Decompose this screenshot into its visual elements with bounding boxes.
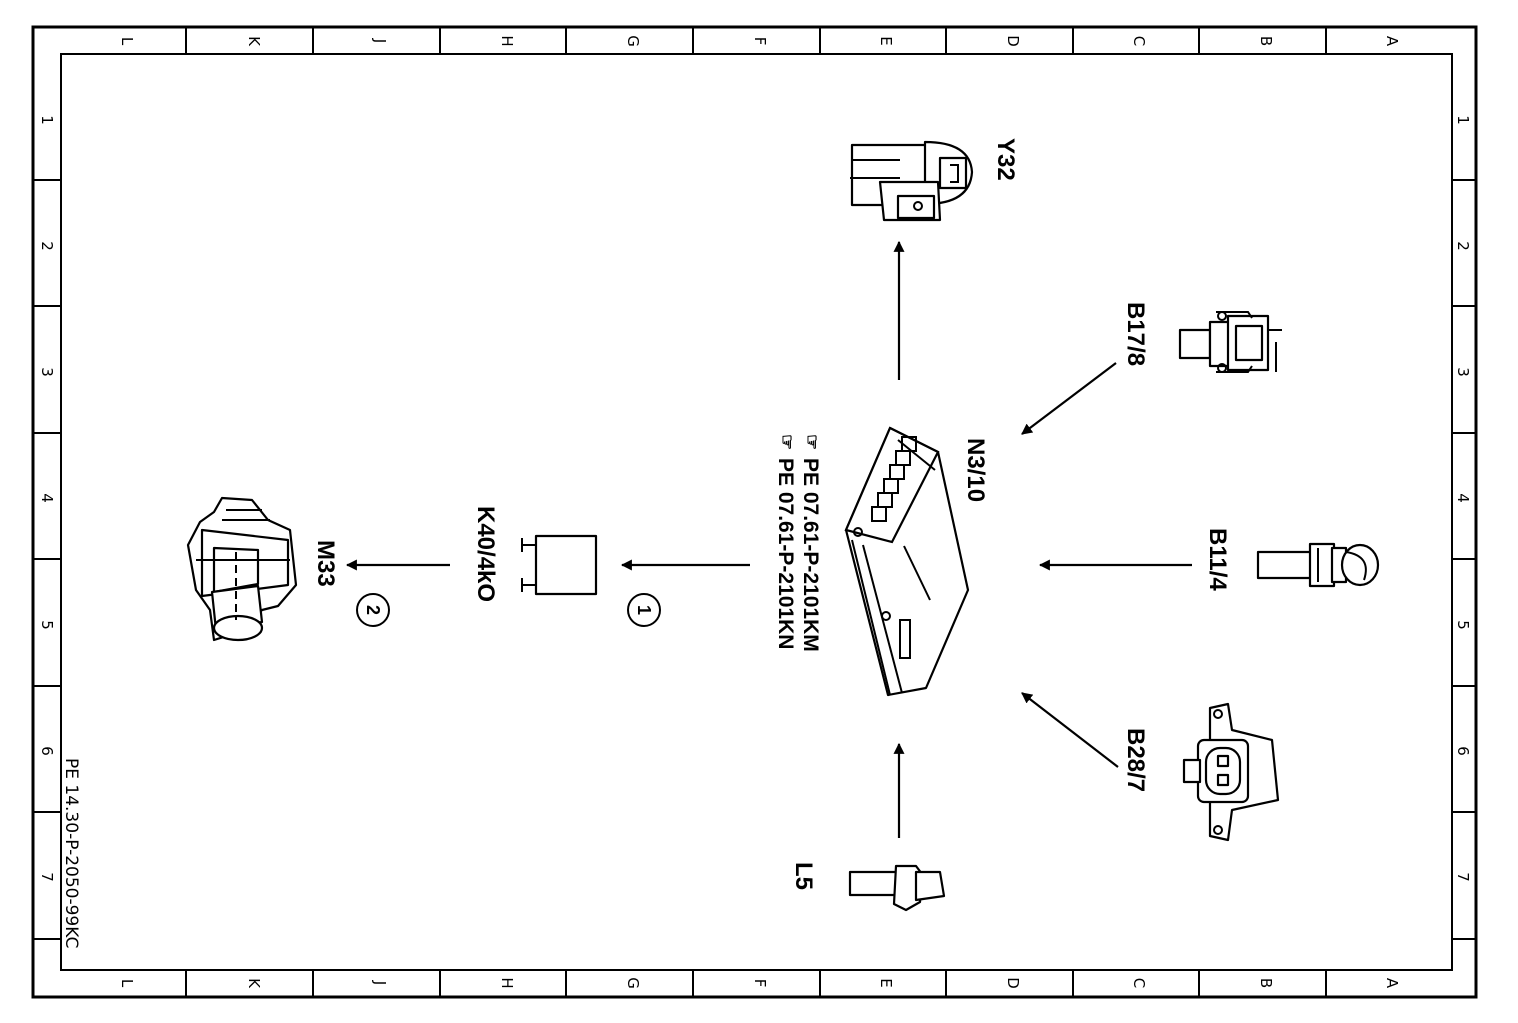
label-y32: Y32: [992, 138, 1019, 181]
zone-letter: E: [877, 36, 895, 45]
zone-letter: D: [1004, 35, 1022, 47]
zone-number: 3: [38, 367, 56, 377]
zone-letter: F: [751, 979, 769, 988]
callout-2-number: 2: [363, 605, 383, 615]
zone-letter: H: [498, 977, 516, 988]
zone-letter: G: [624, 977, 642, 989]
zone-ticks: [33, 27, 1476, 997]
zone-letter: D: [1004, 977, 1022, 989]
control-unit-n3-10: [844, 426, 970, 697]
zone-letter: B: [1257, 36, 1275, 46]
zone-letter: K: [245, 36, 263, 47]
zone-numbers-left: 1 2 3 4 5 6 7: [38, 115, 56, 882]
callout-1: 1: [627, 593, 661, 627]
zone-number: 7: [1454, 872, 1472, 882]
zone-letter: B: [1257, 978, 1275, 988]
crankshaft-sensor-l5-icon: [848, 864, 946, 912]
callout-2: 2: [356, 593, 390, 627]
callout-1-number: 1: [634, 605, 654, 615]
label-b11-4: B11/4: [1204, 528, 1231, 591]
solenoid-y32-icon: [850, 140, 974, 222]
zone-letter: G: [624, 35, 642, 47]
label-b28-7: B28/7: [1122, 728, 1149, 792]
zone-number: 2: [1454, 241, 1472, 251]
reference-link-kn[interactable]: PE 07.61-P-2101KN: [774, 458, 797, 649]
document-id: PE 14.30-P-2050-99KC: [61, 758, 81, 948]
zone-number: 5: [1454, 620, 1472, 630]
zone-letters-top: L K J H G F E D C B A: [118, 35, 1401, 47]
zone-number: 4: [1454, 493, 1472, 503]
signal-arrows: [345, 240, 1192, 838]
zone-letter: L: [118, 979, 136, 988]
temperature-sensor-b17-8-icon: [1178, 311, 1282, 373]
zone-letter: E: [877, 978, 895, 987]
label-b17-8: B17/8: [1122, 302, 1149, 366]
zone-letter: L: [118, 37, 136, 46]
outer-frame: [31, 25, 1478, 999]
zone-letters-bottom: L K J H G F E D C B A: [118, 977, 1401, 989]
label-k40-4ko: K40/4kO: [472, 506, 499, 602]
pressure-sensor-b28-7-icon: [1182, 702, 1280, 842]
zone-number: 2: [38, 241, 56, 251]
reference-link-km[interactable]: PE 07.61-P-2101KM: [799, 458, 822, 652]
zone-letter: A: [1383, 36, 1401, 47]
inner-frame: [60, 53, 1453, 971]
label-m33: M33: [312, 540, 339, 587]
relay-k40-4ko-icon: [521, 534, 598, 596]
reference-notes: ☞ PE 07.61-P-2101KM ☞ PE 07.61-P-2101KN: [774, 434, 822, 652]
zone-number: 5: [38, 620, 56, 630]
zone-letter: A: [1383, 978, 1401, 989]
zone-letter: H: [498, 35, 516, 46]
zone-number: 3: [1454, 367, 1472, 377]
zone-number: 6: [38, 746, 56, 756]
reference-icon: ☞: [802, 434, 822, 450]
motor-m33-icon: [186, 496, 298, 642]
arrow-from-b17-8: [1021, 362, 1117, 435]
zone-number: 1: [1454, 115, 1472, 125]
zone-letter: C: [1130, 36, 1148, 46]
zone-letter: K: [245, 978, 263, 989]
coolant-sensor-b11-4-icon: [1256, 542, 1380, 588]
zone-letter: J: [371, 38, 389, 43]
zone-letter: J: [371, 980, 389, 985]
zone-numbers-right: 1 2 3 4 5 6 7: [1454, 115, 1472, 882]
label-n3-10: N3/10: [962, 438, 989, 502]
reference-icon: ☞: [777, 434, 797, 450]
zone-number: 4: [38, 493, 56, 503]
label-l5: L5: [790, 862, 817, 890]
zone-number: 7: [38, 872, 56, 882]
zone-letter: C: [1130, 978, 1148, 988]
zone-number: 6: [1454, 746, 1472, 756]
zone-letter: F: [751, 37, 769, 46]
zone-number: 1: [38, 115, 56, 125]
arrow-from-b28-7: [1021, 692, 1119, 768]
